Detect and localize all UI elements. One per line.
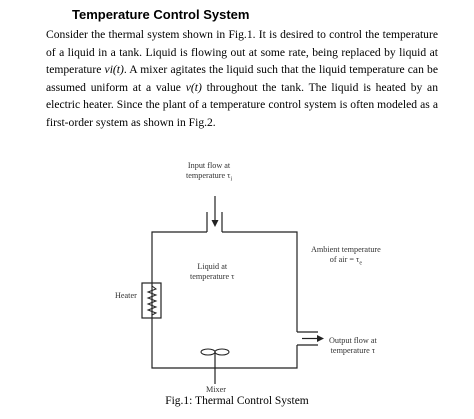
ambient-label-line2: of air = τe <box>311 255 381 269</box>
input-flow-label-text: temperature τ <box>186 171 231 180</box>
section-title: Temperature Control System <box>72 7 250 22</box>
figure-caption: Fig.1: Thermal Control System <box>165 395 309 407</box>
liquid-temperature-symbol: v(t) <box>185 80 202 94</box>
heater-box <box>141 282 162 319</box>
description-paragraph: Consider the thermal system shown in Fig… <box>46 26 438 131</box>
output-flow-label: Output flow at temperature τ <box>329 336 377 356</box>
mixer-blade-left <box>200 348 216 356</box>
input-flow-subscript: i <box>230 176 233 183</box>
ambient-temperature-label: Ambient temperature of air = τe <box>311 245 381 269</box>
ambient-subscript: e <box>359 260 362 267</box>
input-flow-label-line1: Input flow at <box>187 161 231 170</box>
inflow-temperature-symbol: vi(t) <box>104 63 124 76</box>
output-flow-label-line1: Output flow at <box>329 336 377 345</box>
liquid-label-line1: Liquid at <box>197 262 228 271</box>
paragraph-text-1: Consider the thermal system shown in Fig… <box>46 28 438 76</box>
output-arrow-head <box>317 335 324 342</box>
input-arrow-head <box>211 220 219 227</box>
mixer-blade-right <box>214 348 230 356</box>
ambient-label-line1: Ambient temperature <box>311 245 381 254</box>
paragraph-text-2: . A mixer agitates the liquid such that … <box>46 63 438 94</box>
mixer-label: Mixer <box>206 385 227 394</box>
input-flow-label: Input flow at temperature τi <box>186 161 232 185</box>
input-flow-label-line2: temperature τi <box>186 171 232 185</box>
tank-wall <box>151 231 298 369</box>
liquid-label: Liquid at temperature τ <box>190 262 234 282</box>
liquid-label-line2: temperature τ <box>190 272 235 281</box>
heater-label: Heater <box>115 291 137 300</box>
output-flow-label-line2: temperature τ <box>330 346 376 355</box>
paragraph-text-3: throughout the tank. The liquid is heate… <box>46 80 439 129</box>
heater-coil <box>146 285 158 316</box>
ambient-label-text: of air = τ <box>329 255 360 264</box>
